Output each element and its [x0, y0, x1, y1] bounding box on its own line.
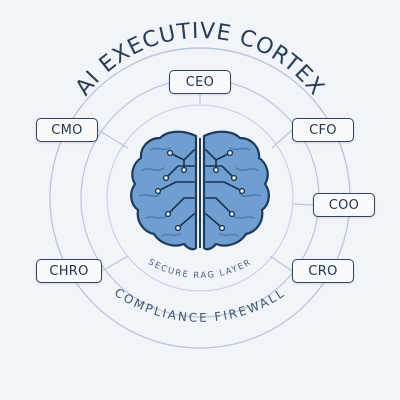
right-circuit-nodes	[212, 149, 246, 232]
brain-icon	[130, 130, 270, 251]
cfo-connector	[271, 129, 293, 149]
ceo-node[interactable]: CEO	[169, 70, 231, 94]
connector-lines	[97, 94, 314, 272]
right-hemisphere	[202, 130, 270, 251]
chro-connector	[101, 255, 129, 272]
left-circuit-nodes	[154, 149, 188, 232]
coo-node[interactable]: COO	[313, 193, 375, 217]
cmo-connector	[97, 129, 129, 149]
cmo-node[interactable]: CMO	[36, 118, 98, 142]
right-circuit-traces	[205, 149, 241, 227]
left-hemisphere	[130, 130, 198, 251]
coo-connector	[292, 203, 314, 206]
cro-node[interactable]: CRO	[292, 259, 354, 283]
cfo-node[interactable]: CFO	[292, 118, 354, 142]
left-circuit-traces	[159, 149, 195, 227]
brain-folds	[139, 147, 261, 237]
chro-node[interactable]: CHRO	[36, 259, 102, 283]
cro-connector	[269, 255, 293, 272]
secure-rag-label: SECURE RAG LAYER	[146, 257, 253, 281]
